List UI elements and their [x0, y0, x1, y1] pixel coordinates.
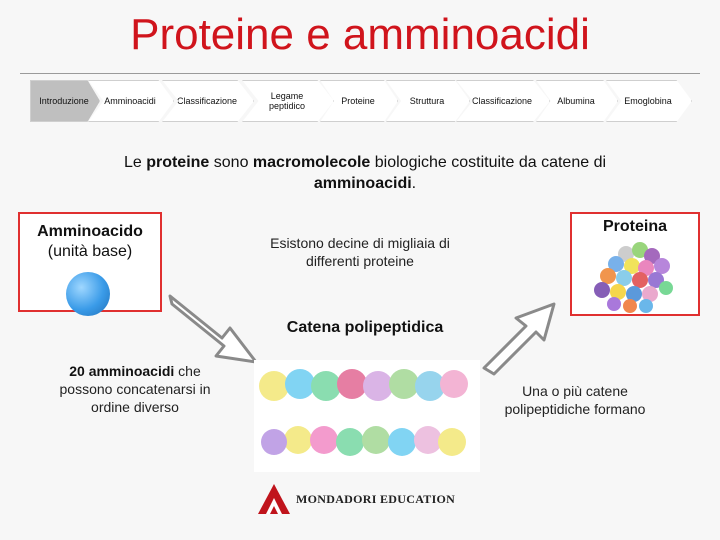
nav-item-label: Introduzione [39, 95, 89, 106]
nav-item-label: Struttura [409, 95, 445, 106]
page-title: Proteine e amminoacidi [130, 10, 590, 59]
nav-item-label: Legame peptidico [268, 90, 306, 111]
nav-item-classificazione-2[interactable]: Classificazione [456, 80, 550, 122]
venti-amminoacidi-text: 20 amminoacidi che possono concatenarsi … [59, 363, 211, 415]
nav-item-introduzione[interactable]: Introduzione [30, 80, 100, 122]
nav-item-label: Classificazione [471, 95, 533, 106]
polypeptide-chains-icon [259, 369, 468, 456]
nav-item-amminoacidi[interactable]: Amminoacidi [88, 80, 174, 122]
mondadori-education-logo: MONDADORI EDUCATION [252, 482, 484, 518]
una-o-piu-catene-text: Una o più catene polipeptidiche formano [504, 383, 646, 417]
proteina-box: Proteina [570, 212, 700, 316]
amminoacido-title: Amminoacido (unità base) [37, 223, 143, 260]
nav-item-emoglobina[interactable]: Emoglobina [606, 80, 692, 122]
nav-item-label: Classificazione [176, 95, 238, 106]
nav-item-label: Amminoacidi [104, 95, 156, 106]
intro-sentence: Le proteine sono macromolecole biologich… [123, 154, 607, 192]
amino-acid-sphere-icon [66, 272, 110, 316]
amminoacido-box: Amminoacido (unità base) [18, 212, 162, 316]
catena-polipeptidica-label: Catena polipeptidica [286, 319, 444, 336]
nav-item-label: Proteine [341, 95, 375, 106]
nav-item-classificazione[interactable]: Classificazione [162, 80, 254, 122]
logo-text: MONDADORI EDUCATION [296, 492, 456, 506]
title-divider [20, 73, 700, 74]
nav-chevrons: Introduzione Amminoacidi Classificazione… [30, 80, 692, 122]
arrow-down-right-icon [168, 294, 258, 364]
proteina-title: Proteina [602, 218, 667, 235]
mondadori-logo-icon [258, 484, 290, 514]
protein-cluster-icon [594, 242, 673, 313]
arrow-up-right-icon [482, 302, 556, 376]
nav-item-legame-peptidico[interactable]: Legame peptidico [242, 80, 334, 122]
nav-item-label: Albumina [557, 95, 595, 106]
decine-text: Esistono decine di migliaia di different… [270, 235, 450, 269]
nav-item-struttura[interactable]: Struttura [386, 80, 470, 122]
polypeptide-chains-image [254, 360, 480, 472]
nav-item-label: Emoglobina [624, 95, 672, 106]
